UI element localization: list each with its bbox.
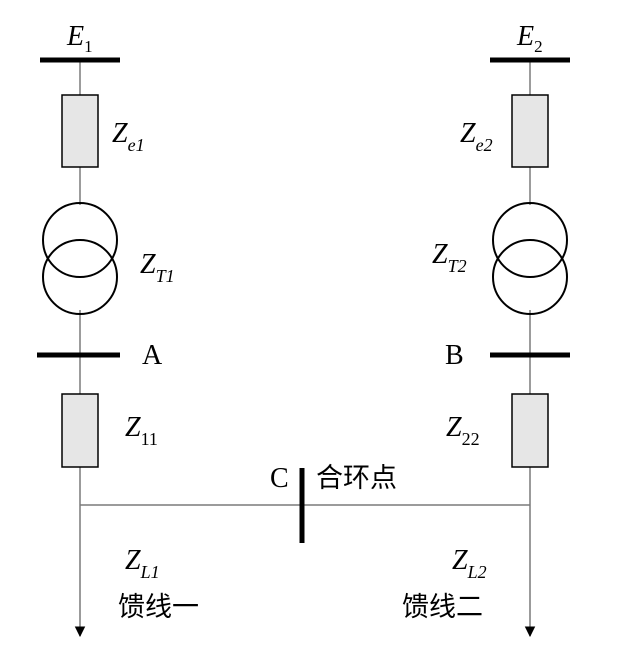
transformer-t2-secondary-winding [492, 239, 568, 315]
label-zl1: ZL1 [125, 545, 160, 582]
label-bus-b: B [445, 340, 464, 371]
label-feeder-two: 馈线二 [402, 592, 483, 623]
label-e1: E1 [66, 21, 93, 56]
transformer-t1-primary-winding [42, 202, 118, 278]
label-zt1: ZT1 [140, 249, 175, 286]
impedance-z11 [61, 393, 99, 468]
label-zt2: ZT2 [432, 239, 467, 276]
label-bus-a: A [142, 340, 163, 371]
label-z22: Z22 [446, 412, 480, 449]
transformer-t2-primary-winding [492, 202, 568, 278]
impedance-z22 [511, 393, 549, 468]
impedance-ze1 [61, 94, 99, 168]
impedance-ze2 [511, 94, 549, 168]
right-branch [490, 57, 570, 638]
label-tie-point: 合环点 [316, 463, 397, 494]
label-zl2: ZL2 [452, 545, 487, 582]
label-point-c: C [270, 463, 289, 494]
transformer-t1-secondary-winding [42, 239, 118, 315]
left-branch [37, 57, 120, 638]
label-z11: Z11 [125, 412, 158, 449]
label-e2: E2 [516, 21, 543, 56]
label-ze1: Ze1 [112, 118, 145, 155]
label-feeder-one: 馈线一 [118, 592, 199, 623]
label-ze2: Ze2 [460, 118, 493, 155]
